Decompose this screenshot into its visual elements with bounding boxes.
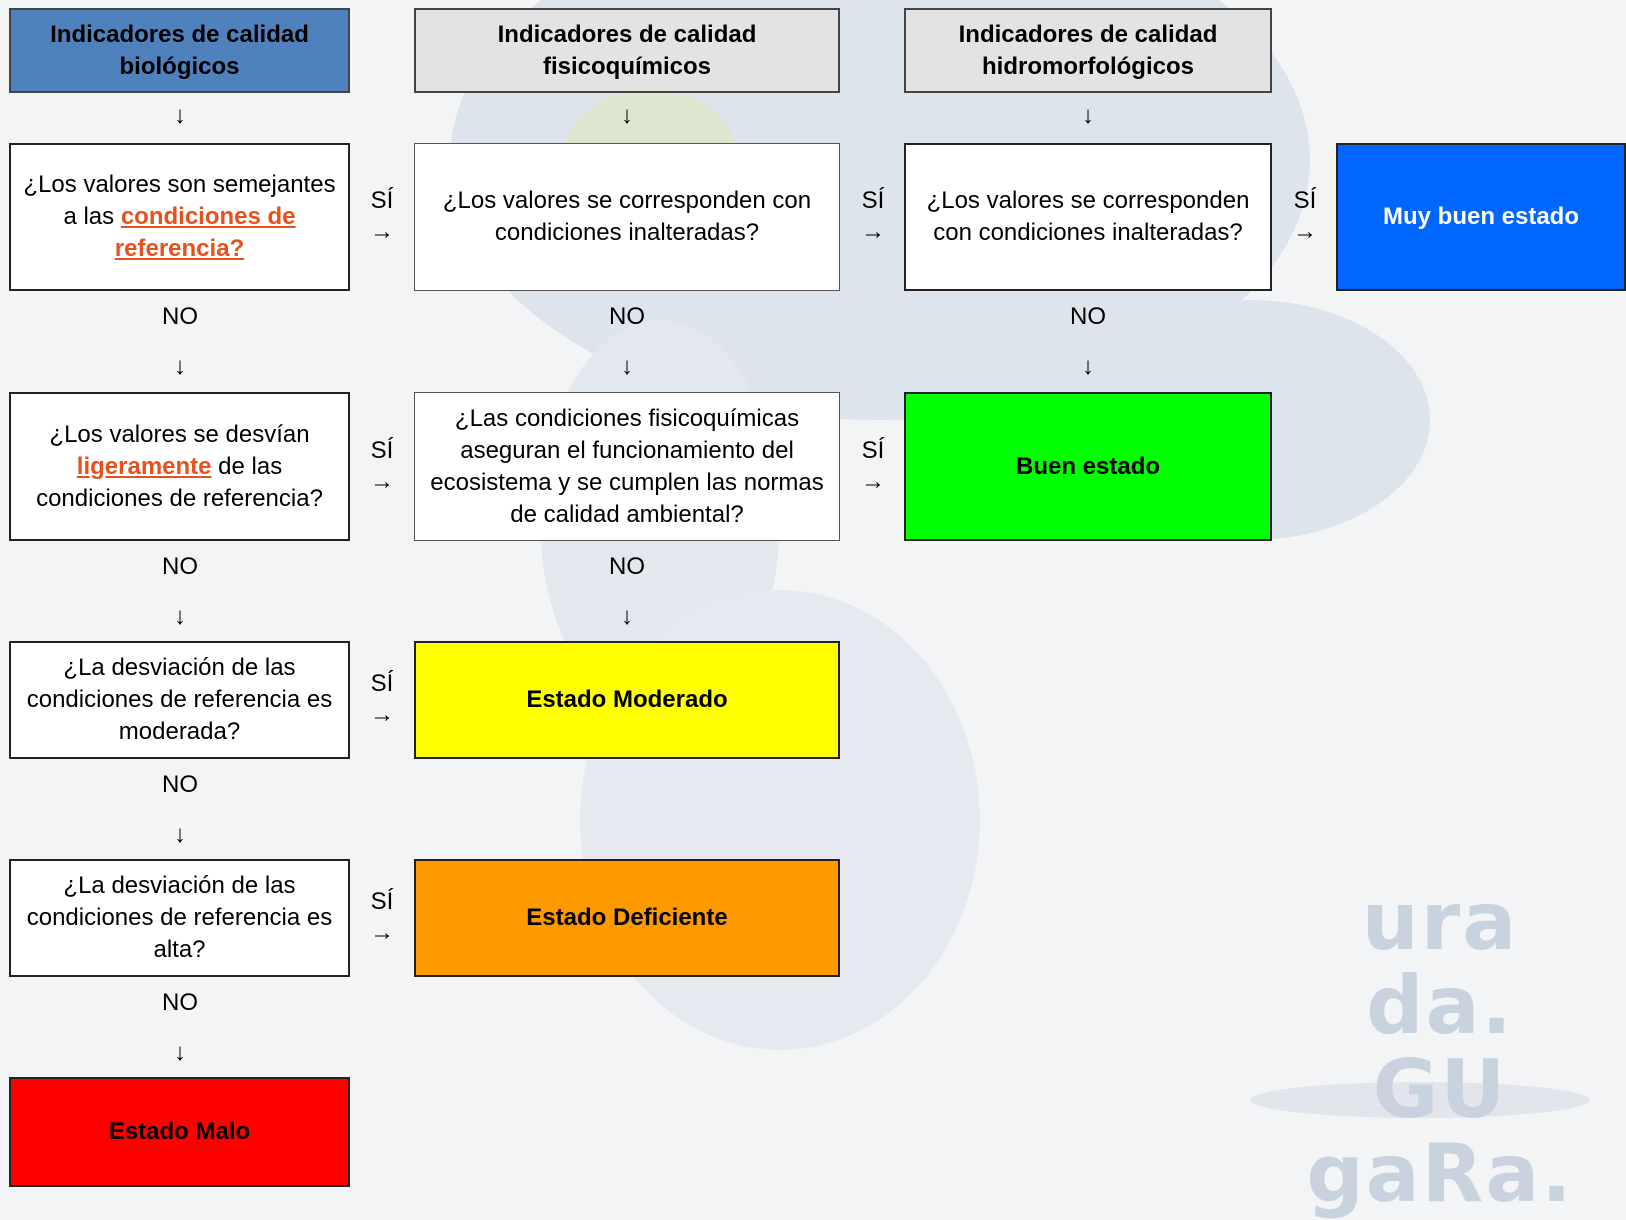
arrow-right-icon: → xyxy=(370,218,394,245)
question-fq-2-text: ¿Las condiciones fisicoquímicas aseguran… xyxy=(430,404,824,528)
question-bio-1-text: ¿Los valores son semejantes a las condic… xyxy=(19,169,340,265)
yes-label: SÍ xyxy=(1293,187,1317,214)
result-muy-bueno-label: Muy buen estado xyxy=(1382,203,1580,230)
no-label: NO xyxy=(1070,303,1106,330)
no-label: NO xyxy=(162,553,198,580)
arrow-down-icon: ↓ xyxy=(621,353,633,380)
result-bueno-label: Buen estado xyxy=(1015,452,1161,480)
result-malo: Estado Malo xyxy=(9,1077,350,1187)
logo-line-2: GU gaRa. xyxy=(1306,1043,1574,1220)
highlighted-text: condiciones de referencia? xyxy=(114,203,296,262)
result-deficiente-label: Estado Deficiente xyxy=(526,904,728,931)
header-physicochemical-text: Indicadores de calidad fisicoquímicos xyxy=(497,20,757,80)
arrow-down-icon: ↓ xyxy=(621,102,633,129)
no-label: NO xyxy=(162,303,198,330)
arrow-down-icon: ↓ xyxy=(621,603,633,630)
arrow-right-icon: → xyxy=(370,468,394,495)
question-fq-1-text: ¿Los valores se corresponden con condici… xyxy=(442,187,812,246)
arrow-down-icon: ↓ xyxy=(174,1039,186,1066)
arrow-right-icon: → xyxy=(370,701,394,728)
arrow-right-icon: → xyxy=(370,919,394,946)
no-label: NO xyxy=(162,989,198,1016)
question-text: ¿Los valores se desvían xyxy=(49,420,310,448)
highlighted-text: ligeramente xyxy=(76,452,212,480)
yes-label: SÍ xyxy=(370,187,394,214)
yes-label: SÍ xyxy=(861,437,885,464)
yes-label: SÍ xyxy=(370,670,394,697)
no-label: NO xyxy=(609,303,645,330)
question-bio-slight-deviation: ¿Los valores se desvían ligeramente de l… xyxy=(9,392,350,541)
question-text: ¿Los valores son semejantes a las xyxy=(23,171,336,230)
arrow-down-icon: ↓ xyxy=(174,821,186,848)
question-bio-3-text: ¿La desviación de las condiciones de ref… xyxy=(26,654,333,745)
question-bio-4-text: ¿La desviación de las condiciones de ref… xyxy=(26,872,333,963)
header-hydromorphological-text: Indicadores de calidad hidromorfológicos xyxy=(958,20,1218,80)
arrow-right-icon: → xyxy=(861,218,885,245)
header-biological: Indicadores de calidad biológicos xyxy=(9,8,350,93)
logo-line-1: ura da. xyxy=(1361,875,1519,1052)
result-bueno: Buen estado xyxy=(904,392,1272,541)
arrow-down-icon: ↓ xyxy=(174,353,186,380)
result-malo-label: Estado Malo xyxy=(108,1118,251,1145)
header-biological-text: Indicadores de calidad biológicos xyxy=(50,20,309,80)
arrow-down-icon: ↓ xyxy=(1082,102,1094,129)
arrow-right-icon: → xyxy=(1293,218,1317,245)
ura-gugara-logo: ura da. GU gaRa. xyxy=(1290,880,1590,1216)
yes-label: SÍ xyxy=(861,187,885,214)
result-moderado: Estado Moderado xyxy=(414,641,840,759)
question-fq-ecosystem: ¿Las condiciones fisicoquímicas aseguran… xyxy=(414,392,840,541)
question-bio-reference-conditions: ¿Los valores son semejantes a las condic… xyxy=(9,143,350,291)
yes-label: SÍ xyxy=(370,437,394,464)
header-physicochemical: Indicadores de calidad fisicoquímicos xyxy=(414,8,840,93)
question-text: de las condiciones de referencia? xyxy=(36,452,323,512)
arrow-down-icon: ↓ xyxy=(174,603,186,630)
question-bio-high-deviation: ¿La desviación de las condiciones de ref… xyxy=(9,859,350,977)
question-bio-2-text: ¿Los valores se desvían ligeramente de l… xyxy=(19,419,340,515)
result-deficiente: Estado Deficiente xyxy=(414,859,840,977)
arrow-down-icon: ↓ xyxy=(174,102,186,129)
no-label: NO xyxy=(609,553,645,580)
arrow-right-icon: → xyxy=(861,468,885,495)
result-moderado-label: Estado Moderado xyxy=(526,686,728,713)
result-muy-bueno: Muy buen estado xyxy=(1336,143,1626,291)
question-hm-1-text: ¿Los valores se corresponden con condici… xyxy=(926,187,1250,246)
arrow-down-icon: ↓ xyxy=(1082,353,1094,380)
question-bio-moderate-deviation: ¿La desviación de las condiciones de ref… xyxy=(9,641,350,759)
question-fq-unaltered: ¿Los valores se corresponden con condici… xyxy=(414,143,840,291)
yes-label: SÍ xyxy=(370,888,394,915)
question-hm-unaltered: ¿Los valores se corresponden con condici… xyxy=(904,143,1272,291)
header-hydromorphological: Indicadores de calidad hidromorfológicos xyxy=(904,8,1272,93)
no-label: NO xyxy=(162,771,198,798)
